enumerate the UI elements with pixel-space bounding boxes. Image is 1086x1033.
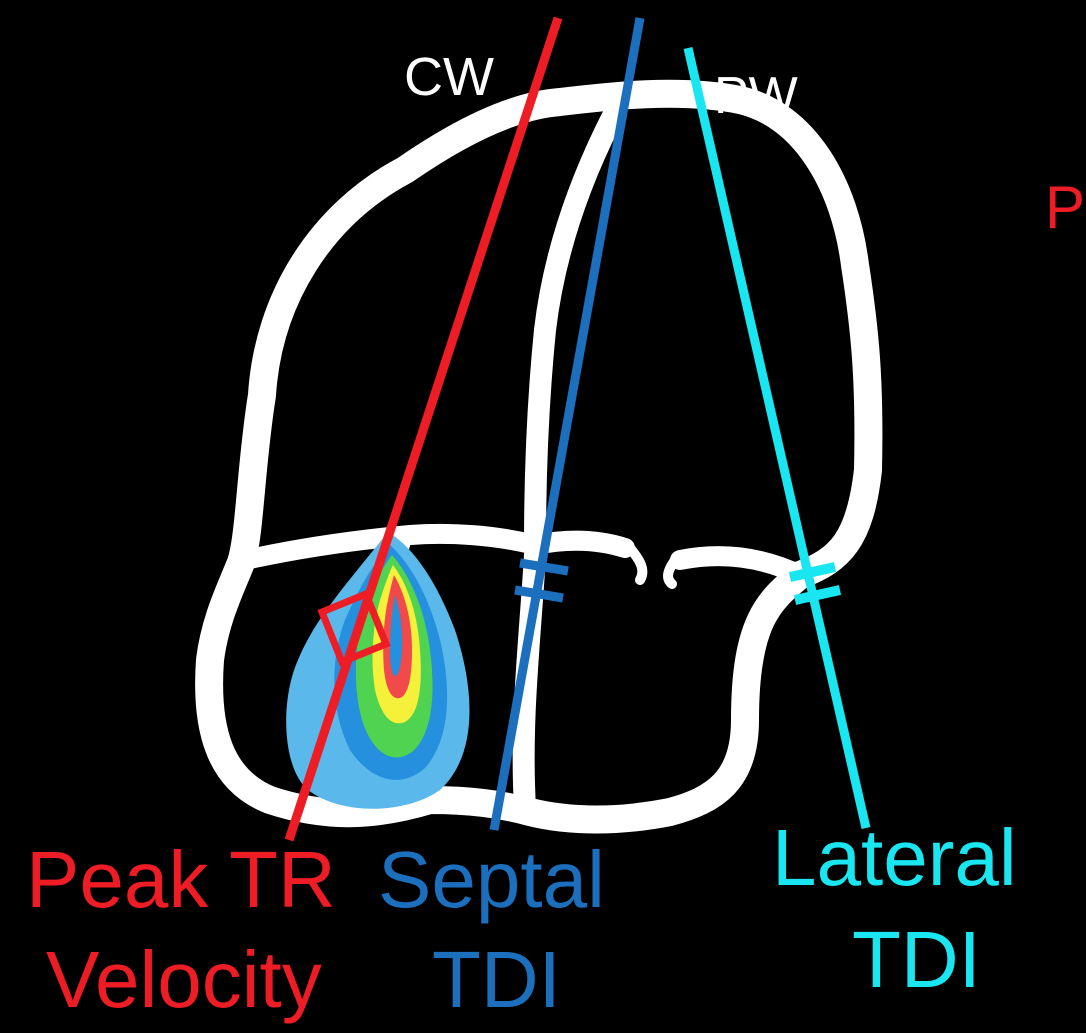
lateral-label-line1: Lateral (772, 818, 1017, 898)
septal-label-line2: TDI (432, 940, 561, 1020)
mitral-leaflet-tip-b (668, 560, 675, 584)
peak-tr-label-line2: Velocity (46, 940, 322, 1020)
lateral-label-line2: TDI (852, 920, 981, 1000)
pw-label: PW (714, 70, 798, 122)
lateral-tdi-line (688, 48, 866, 828)
septal-label-line1: Septal (378, 840, 605, 920)
interventricular-septum (535, 112, 615, 545)
cropped-right-label: P (1045, 178, 1085, 238)
cw-label: CW (404, 50, 494, 104)
lateral-beam (688, 48, 866, 828)
mitral-leaflet-tip-a (630, 548, 642, 580)
peak-tr-label-line1: Peak TR (26, 840, 336, 920)
